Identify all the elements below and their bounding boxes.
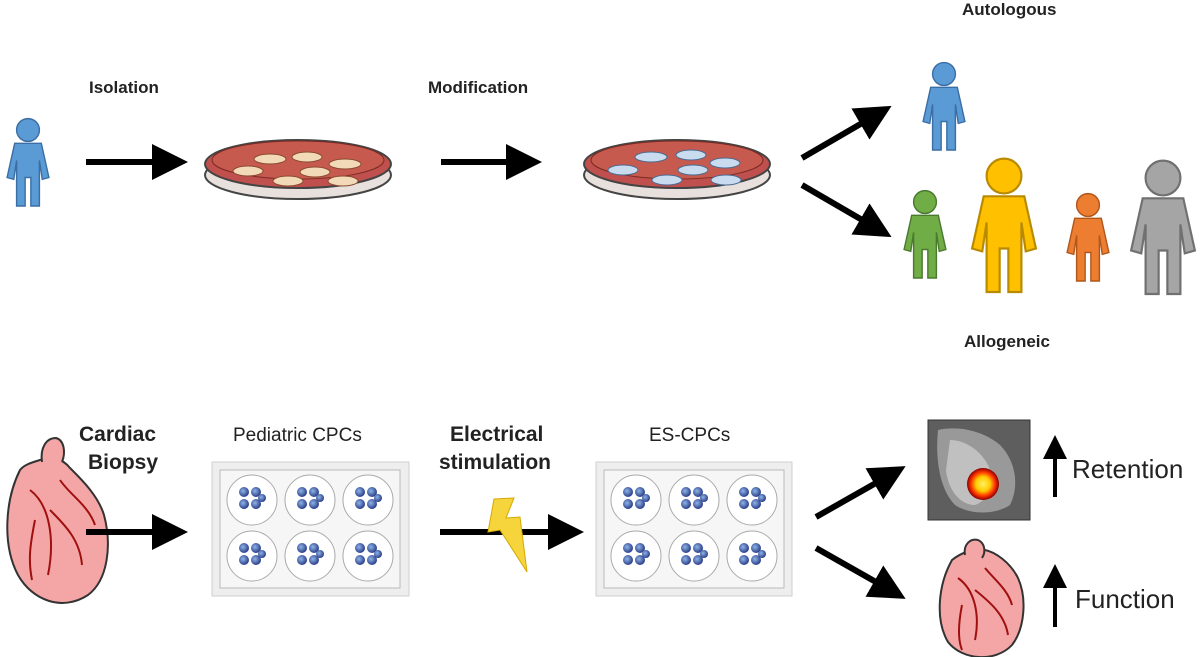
label-biopsy: Biopsy <box>88 451 159 474</box>
arrow-to-retention <box>814 466 906 520</box>
label-electrical: Electrical <box>450 423 544 446</box>
label-function: Function <box>1075 584 1175 614</box>
arrow-to-function <box>814 545 906 599</box>
person-icon-autologous <box>922 61 966 151</box>
petri-dish-icon-modified <box>583 139 771 200</box>
well-plate-icon-pediatric <box>211 461 410 597</box>
person-icon-allogeneic-green <box>903 189 947 279</box>
label-pediatric-cpcs: Pediatric CPCs <box>233 425 362 446</box>
person-icon-allogeneic-yellow <box>971 157 1037 294</box>
retention-imaging-icon <box>927 419 1031 521</box>
person-icon-patient <box>6 117 50 207</box>
label-modification: Modification <box>428 78 529 97</box>
label-allogeneic: Allogeneic <box>964 332 1050 351</box>
arrow-to-autologous <box>800 105 892 161</box>
person-icon-allogeneic-orange <box>1066 192 1110 282</box>
label-stimulation: stimulation <box>439 451 552 474</box>
petri-dish-icon-isolated <box>204 139 392 200</box>
label-es-cpcs: ES-CPCs <box>649 425 731 446</box>
arrow-to-allogeneic <box>800 182 892 238</box>
heart-icon-function <box>938 538 1025 657</box>
label-isolation: Isolation <box>89 78 159 97</box>
well-plate-icon-es-cpcs <box>595 461 793 597</box>
label-cardiac: Cardiac <box>79 423 157 446</box>
heart-icon-biopsy <box>6 436 109 604</box>
label-autologous: Autologous <box>962 0 1057 19</box>
label-retention: Retention <box>1072 454 1184 484</box>
lightning-icon <box>487 497 528 573</box>
person-icon-allogeneic-gray <box>1130 159 1196 296</box>
